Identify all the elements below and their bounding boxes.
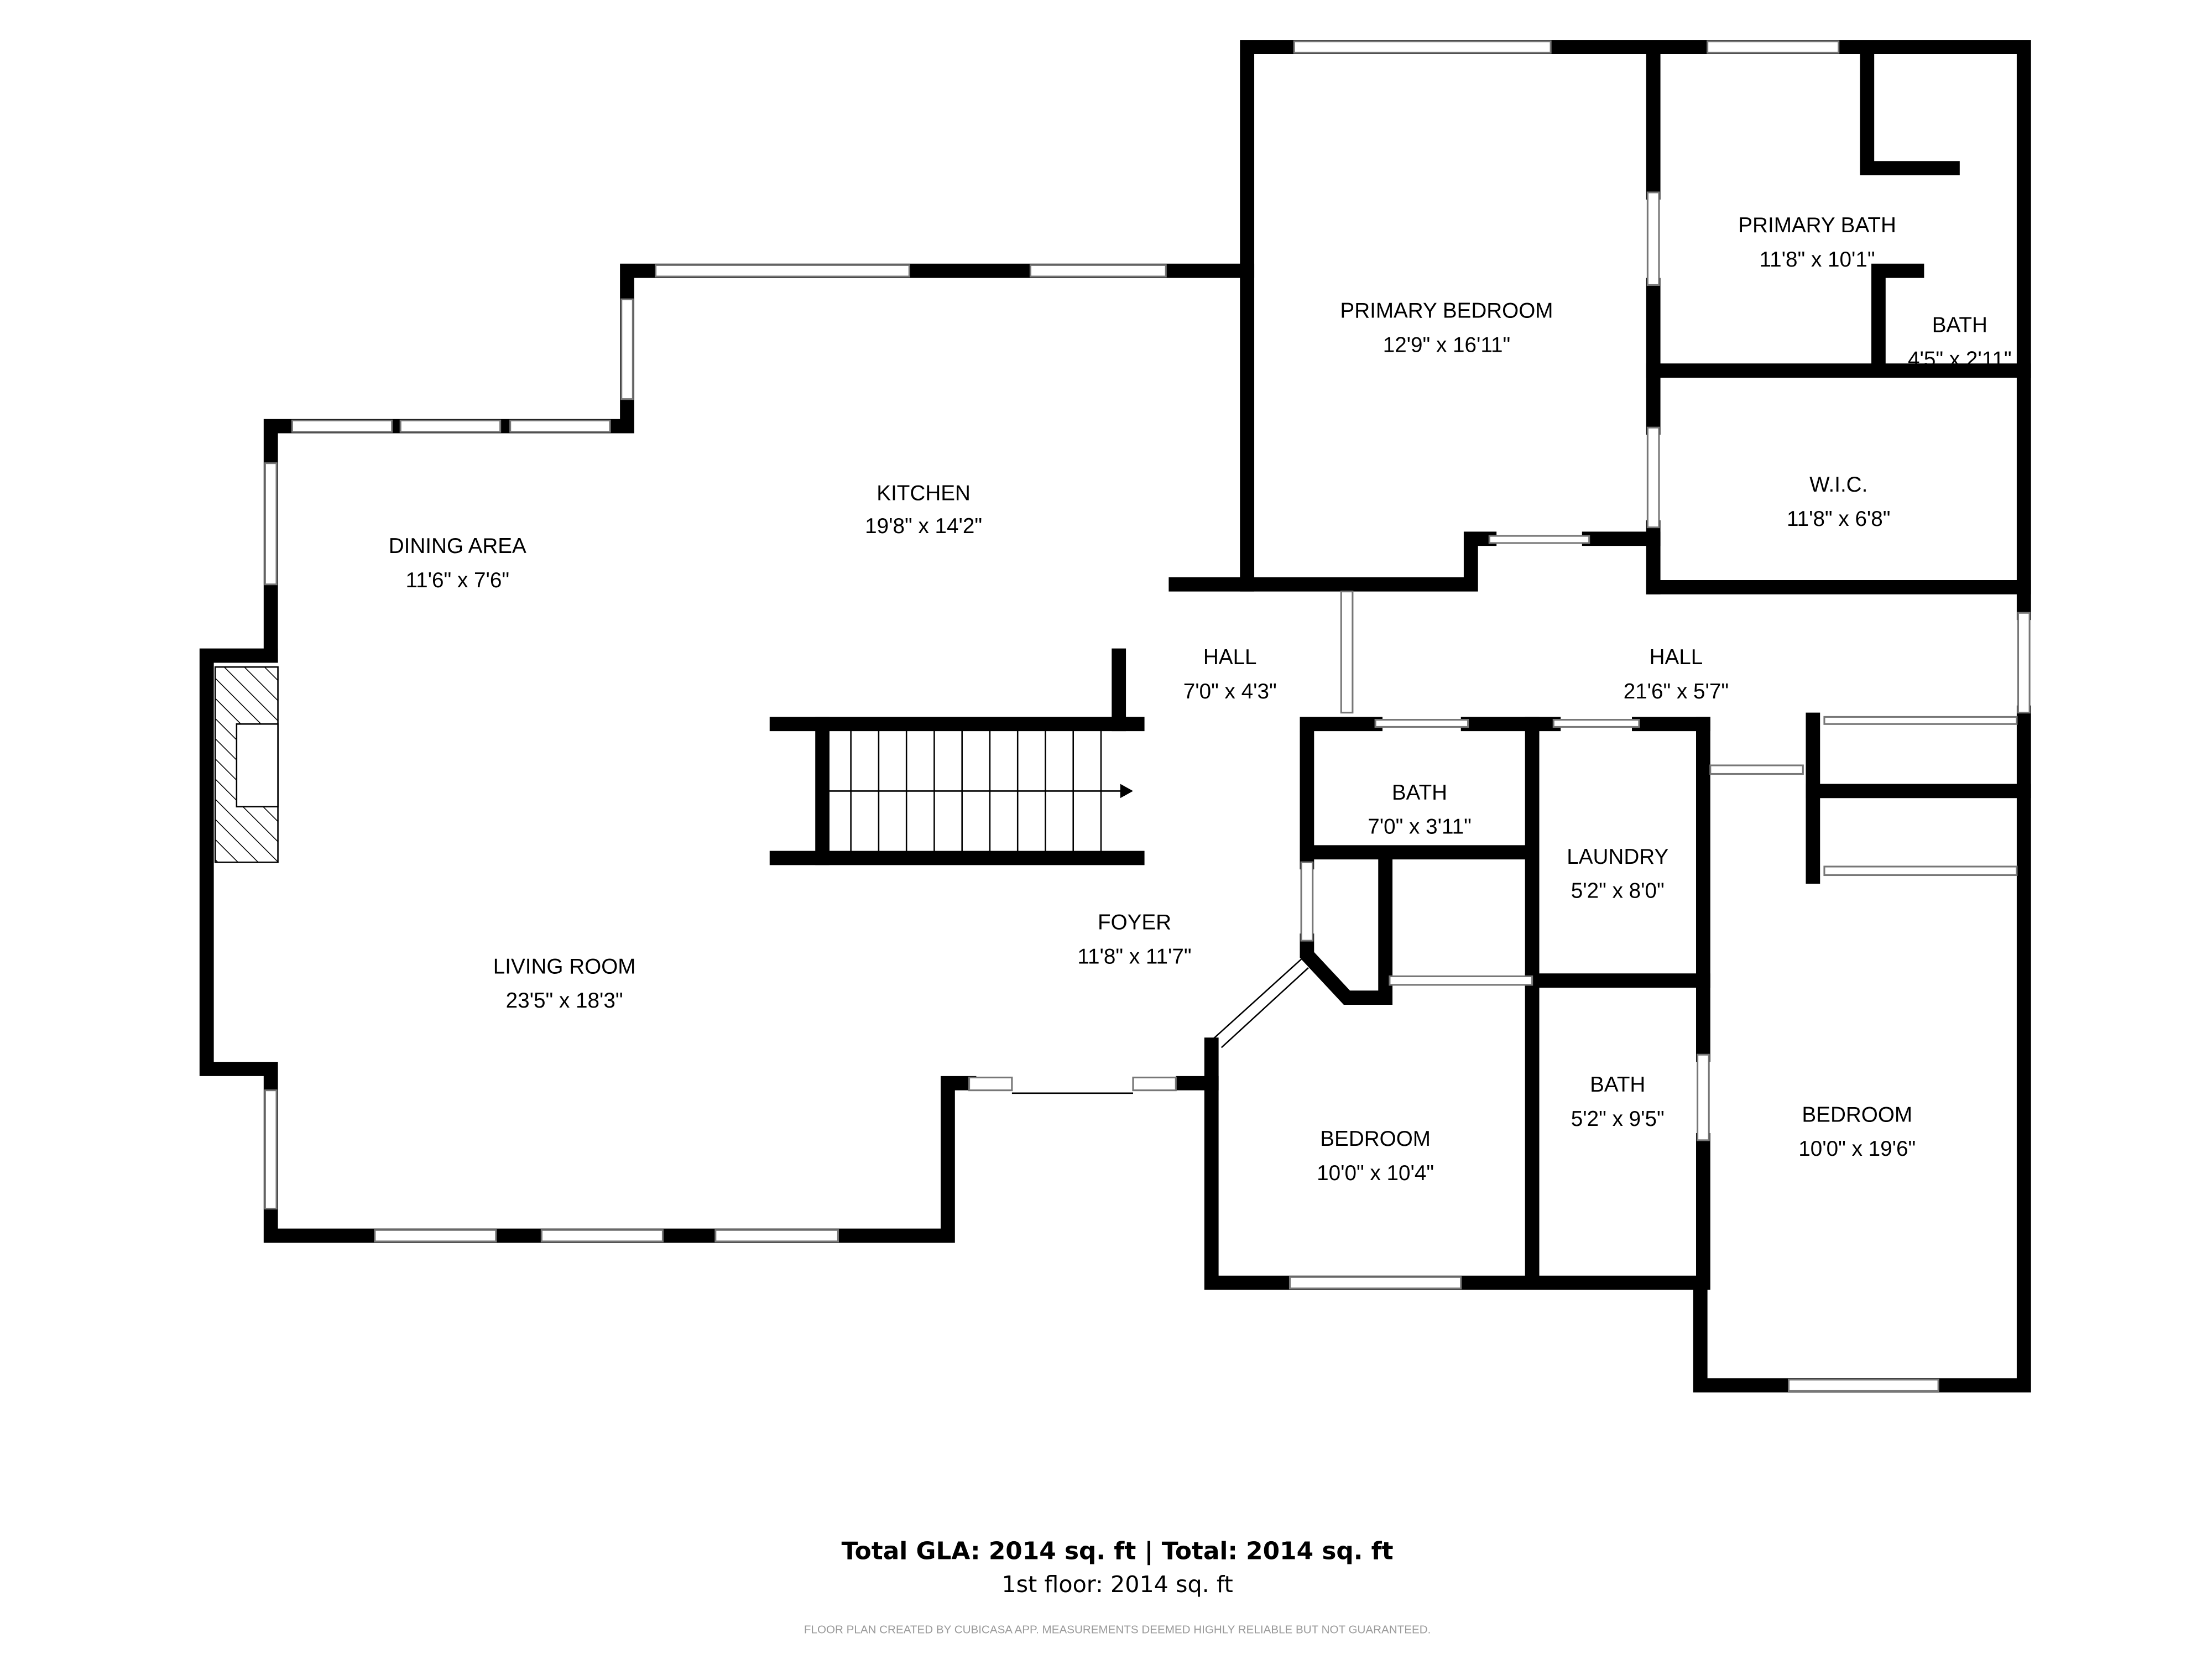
room-primary-bedroom: PRIMARY BEDROOM 12'9" x 16'11" [1340,299,1553,357]
stairs [826,729,1133,853]
room-hall-1: HALL 7'0" x 4'3" [1183,645,1277,703]
svg-text:BATH: BATH [1590,1073,1645,1097]
room-foyer: FOYER 11'8" x 11'7" [1077,910,1191,968]
svg-text:BATH: BATH [1392,781,1447,805]
svg-text:DINING AREA: DINING AREA [389,534,526,558]
room-hall-2: HALL 21'6" x 5'7" [1624,645,1729,703]
svg-text:FOYER: FOYER [1098,910,1171,934]
room-bath-primary: BATH 4'5" x 2'11" [1908,314,2012,372]
room-bedroom-1: BEDROOM 10'0" x 10'4" [1317,1127,1434,1185]
room-dining-area: DINING AREA 11'6" x 7'6" [389,534,526,592]
svg-text:10'0" x 10'4": 10'0" x 10'4" [1317,1161,1434,1185]
svg-text:PRIMARY BATH: PRIMARY BATH [1738,213,1896,237]
svg-text:BATH: BATH [1932,314,1987,337]
svg-text:10'0" x 19'6": 10'0" x 19'6" [1798,1137,1916,1161]
disclaimer: FLOOR PLAN CREATED BY CUBICASA APP. MEAS… [804,1624,1431,1636]
footer: Total GLA: 2014 sq. ft | Total: 2014 sq.… [804,1537,1431,1636]
windows-doors [264,40,2031,1392]
room-wic: W.I.C. 11'8" x 6'8" [1787,473,1891,531]
svg-text:LIVING ROOM: LIVING ROOM [493,954,636,978]
room-primary-bath: PRIMARY BATH 11'8" x 10'1" [1738,213,1896,272]
room-living-room: LIVING ROOM 23'5" x 18'3" [493,954,636,1013]
svg-text:PRIMARY BEDROOM: PRIMARY BEDROOM [1340,299,1553,323]
svg-text:11'8" x 6'8": 11'8" x 6'8" [1787,507,1891,531]
room-laundry: LAUNDRY 5'2" x 8'0" [1567,845,1668,903]
room-bedroom-2: BEDROOM 10'0" x 19'6" [1798,1103,1916,1161]
svg-text:19'8" x 14'2": 19'8" x 14'2" [865,514,982,538]
svg-text:BEDROOM: BEDROOM [1320,1127,1431,1151]
svg-text:11'8" x 11'7": 11'8" x 11'7" [1077,945,1191,968]
svg-text:LAUNDRY: LAUNDRY [1567,845,1668,869]
svg-text:5'2" x 8'0": 5'2" x 8'0" [1571,879,1665,903]
room-labels: PRIMARY BEDROOM 12'9" x 16'11" PRIMARY BA… [389,213,2012,1185]
svg-text:7'0" x 3'11": 7'0" x 3'11" [1368,815,1472,839]
room-bath-bedroom: BATH 5'2" x 9'5" [1571,1073,1665,1131]
svg-text:4'5" x 2'11": 4'5" x 2'11" [1908,347,2012,371]
room-kitchen: KITCHEN 19'8" x 14'2" [865,482,982,538]
svg-text:BEDROOM: BEDROOM [1802,1103,1912,1126]
svg-text:HALL: HALL [1203,645,1257,669]
floor-area: 1st floor: 2014 sq. ft [1001,1571,1233,1598]
svg-text:KITCHEN: KITCHEN [877,482,971,505]
walls [199,40,2031,1393]
svg-text:W.I.C.: W.I.C. [1809,473,1867,497]
total-area: Total GLA: 2014 sq. ft | Total: 2014 sq.… [842,1537,1394,1566]
svg-text:11'6" x 7'6": 11'6" x 7'6" [406,568,510,592]
svg-text:11'8" x 10'1": 11'8" x 10'1" [1760,248,1875,272]
fireplace [214,666,279,863]
svg-text:23'5" x 18'3": 23'5" x 18'3" [506,989,623,1013]
svg-text:HALL: HALL [1650,645,1703,669]
room-bath-hall: BATH 7'0" x 3'11" [1368,781,1472,839]
svg-text:12'9" x 16'11": 12'9" x 16'11" [1383,333,1511,357]
svg-text:21'6" x 5'7": 21'6" x 5'7" [1624,680,1729,703]
svg-text:7'0" x 4'3": 7'0" x 4'3" [1183,680,1277,703]
svg-text:5'2" x 9'5": 5'2" x 9'5" [1571,1107,1665,1131]
